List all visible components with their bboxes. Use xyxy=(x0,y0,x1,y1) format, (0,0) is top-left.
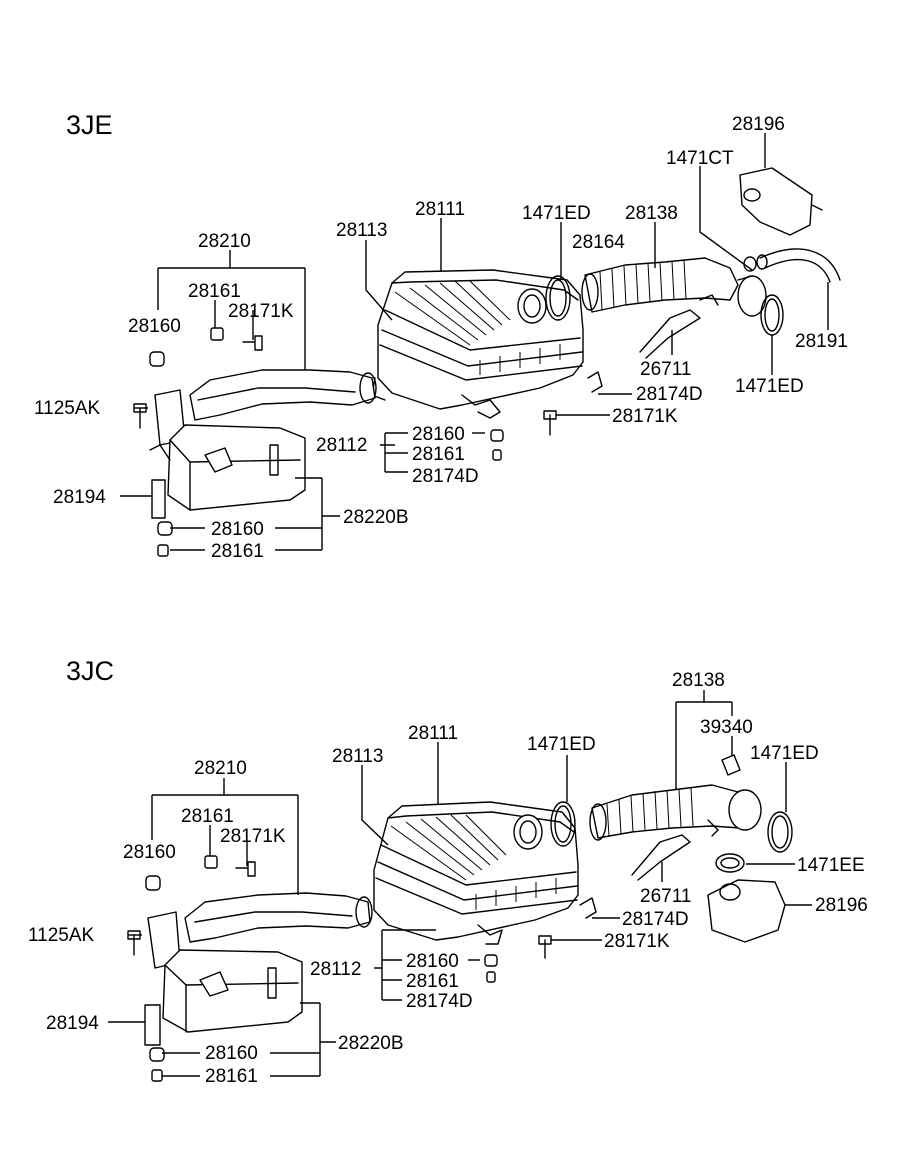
label-1471ct: 1471CT xyxy=(666,148,734,169)
label-28161-bot: 28161 xyxy=(211,541,264,562)
label-28138: 28138 xyxy=(672,670,725,691)
label-28160-bot: 28160 xyxy=(205,1043,258,1064)
label-28111: 28111 xyxy=(415,199,465,220)
label-28174d-mid: 28174D xyxy=(406,991,473,1012)
label-28171k-mid: 28171K xyxy=(604,931,670,952)
label-28171k-top: 28171K xyxy=(228,301,294,322)
resonator-28196-3jc xyxy=(707,879,786,943)
label-1471ed-top: 1471ED xyxy=(522,203,591,224)
label-1471ed-right: 1471ED xyxy=(735,376,804,397)
label-28174d-right: 28174D xyxy=(622,909,689,930)
breather-hose-28191 xyxy=(743,248,841,283)
label-28138: 28138 xyxy=(625,203,678,224)
label-39340: 39340 xyxy=(700,717,753,738)
gasket-1471ee xyxy=(715,853,745,873)
sensor-39340 xyxy=(721,754,741,776)
label-28160-mid: 28160 xyxy=(412,424,465,445)
label-28174d-right: 28174D xyxy=(636,384,703,405)
intake-duct-28210 xyxy=(149,369,377,511)
label-28194: 28194 xyxy=(46,1013,99,1034)
label-1125ak: 1125AK xyxy=(34,398,101,419)
label-28194: 28194 xyxy=(53,487,106,508)
label-28171k-top: 28171K xyxy=(220,826,286,847)
label-1471ee: 1471EE xyxy=(797,855,865,876)
label-28161-mid: 28161 xyxy=(406,971,459,992)
label-28160-top: 28160 xyxy=(123,842,176,863)
resonator-28196 xyxy=(739,167,823,236)
section-3jc: 3JC xyxy=(28,656,868,1087)
label-28160-mid: 28160 xyxy=(406,951,459,972)
hardware-small-parts xyxy=(133,327,603,557)
intake-hose-28138-3jc xyxy=(589,784,762,841)
label-28210: 28210 xyxy=(198,231,251,252)
labels-3je: 28196 1471CT 28111 1471ED 28138 28113 28… xyxy=(34,114,848,562)
label-26711: 26711 xyxy=(640,886,691,907)
label-28112: 28112 xyxy=(310,959,361,980)
label-28160-bot: 28160 xyxy=(211,519,264,540)
sensor-26711 xyxy=(639,294,719,359)
label-28171k-mid: 28171K xyxy=(612,406,678,427)
intake-hose-28138 xyxy=(581,257,767,317)
sensor-26711-3jc xyxy=(631,834,691,881)
label-28161-top: 28161 xyxy=(181,806,234,827)
label-1471ed-left: 1471ED xyxy=(527,734,596,755)
label-28174d-mid: 28174D xyxy=(412,466,479,487)
label-28112: 28112 xyxy=(316,435,367,456)
label-28220b: 28220B xyxy=(338,1033,404,1054)
air-cleaner-assembly-3jc xyxy=(373,801,579,945)
label-28196: 28196 xyxy=(815,895,868,916)
label-28160-top: 28160 xyxy=(128,316,181,337)
section-title-3je: 3JE xyxy=(66,110,113,140)
label-28161-mid: 28161 xyxy=(412,444,465,465)
label-28111: 28111 xyxy=(408,723,458,744)
air-cleaner-assembly xyxy=(371,269,584,419)
section-3je: 3JE xyxy=(34,110,848,562)
label-26711: 26711 xyxy=(640,359,691,380)
label-28161-bot: 28161 xyxy=(205,1066,258,1087)
intake-duct-28210-3jc xyxy=(147,892,373,1033)
leader-lines-3je xyxy=(120,133,829,551)
label-28220b: 28220B xyxy=(343,507,409,528)
label-28164: 28164 xyxy=(572,232,625,253)
label-28161-top: 28161 xyxy=(188,281,241,302)
hardware-small-parts-3jc xyxy=(127,855,597,1082)
label-28191: 28191 xyxy=(795,331,848,352)
label-28113: 28113 xyxy=(336,220,387,241)
leader-lines-3jc xyxy=(108,690,812,1077)
label-28210: 28210 xyxy=(194,758,247,779)
label-1471ed-right: 1471ED xyxy=(750,743,819,764)
hose-clamps-1471ed-3jc xyxy=(550,801,793,853)
label-28113: 28113 xyxy=(332,746,383,767)
section-title-3jc: 3JC xyxy=(66,656,114,686)
labels-3jc: 28138 39340 28111 1471ED 1471ED 28113 28… xyxy=(28,670,868,1087)
label-28196: 28196 xyxy=(732,114,785,135)
label-1125ak: 1125AK xyxy=(28,925,95,946)
